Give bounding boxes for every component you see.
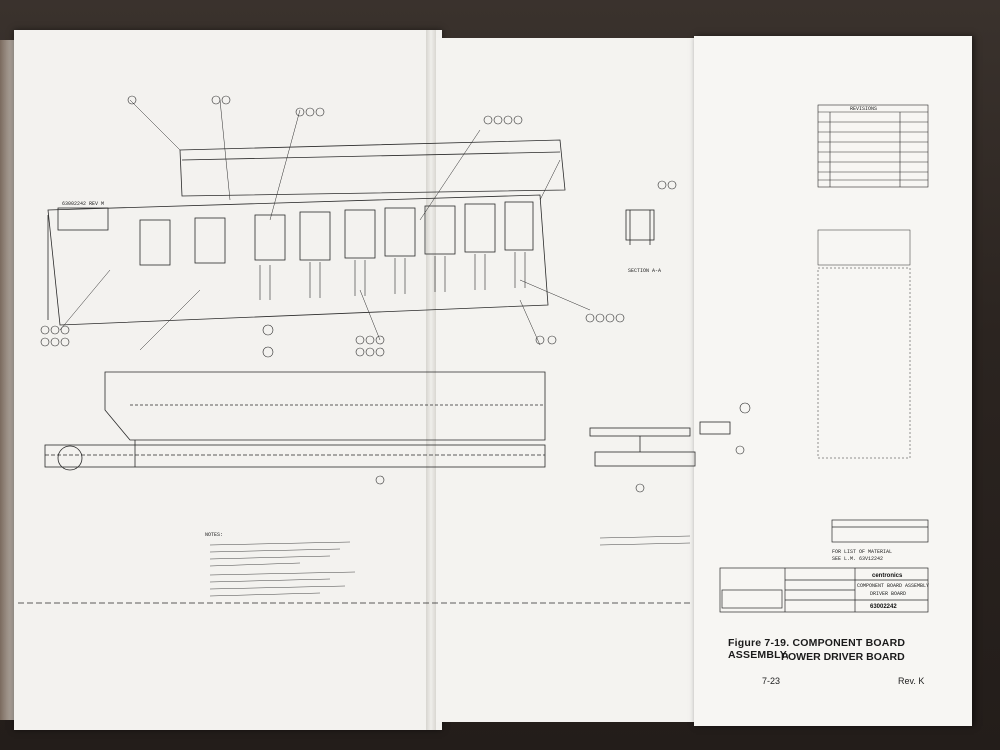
figure-title-line2: POWER DRIVER BOARD [781,651,905,663]
side-view-rail [44,444,546,468]
title-block-line2: DRIVER BOARD [870,591,906,597]
revisions-table [817,104,929,188]
figure-title-line1: COMPONENT BOARD ASSEMBLY, [728,637,906,661]
heatsink-plate [104,371,546,441]
leader-lines [59,99,591,351]
revision-label: Rev. K [898,676,925,686]
section-label: SECTION A-A [628,268,661,274]
mounting-post [57,445,83,471]
title-block [719,519,929,613]
material-note-1: FOR LIST OF MATERIAL [832,549,892,555]
notes-header: NOTES: [205,532,223,538]
edge-connector [57,207,109,231]
left-page [14,30,442,730]
pcb-board-outline [47,194,549,326]
top-bracket-outline [179,139,566,197]
part-label: 63002242 REV M [62,201,104,207]
section-aa-view [625,209,655,241]
notes-text-lines [209,535,691,597]
side-bracket [589,427,691,437]
foldout-page [694,36,972,726]
power-transistors [139,201,534,266]
figure-label: Figure 7-19. [728,637,790,649]
figure-caption: Figure 7-19. COMPONENT BOARD ASSEMBLY, [728,637,958,661]
book-gutter [426,30,436,730]
callout-bubbles [40,95,751,493]
company-name: centronics [872,573,903,579]
revisions-header: REVISIONS [850,106,877,112]
drawing-number: 63002242 [870,604,897,610]
material-note-2: SEE L.M. 63V12242 [832,556,883,562]
book-edge [0,40,18,720]
right-page [428,38,698,722]
title-block-line1: COMPONENT BOARD ASSEMBLY [857,583,929,589]
page-number: 7-23 [762,676,781,686]
